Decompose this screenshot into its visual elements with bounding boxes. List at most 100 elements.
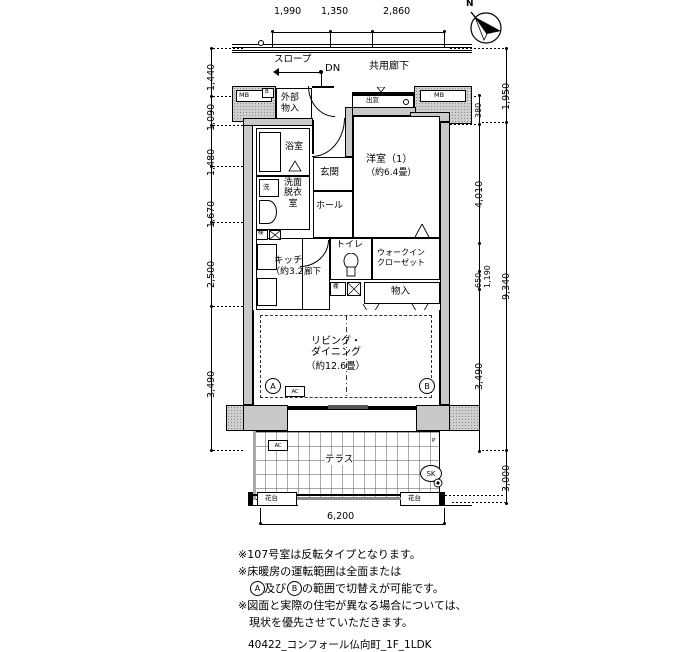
dim-left-1: 1,440: [206, 63, 217, 91]
note-zone-b-badge: B: [287, 581, 302, 596]
dim-left-6: 3,490: [206, 370, 217, 398]
kitchen-stove: [257, 278, 277, 306]
label-mb-right: MB: [434, 91, 445, 99]
dim-right-380: 380: [474, 102, 483, 118]
left-dim-tick: [210, 124, 213, 127]
slope-leader-line: [277, 72, 322, 73]
left-dim-ext: [213, 48, 243, 49]
label-walk-in-closet: ウォークイン クローゼット: [377, 248, 425, 268]
label-hall: ホール: [316, 201, 344, 211]
compass-label: N: [466, 0, 474, 9]
terrace-fence: [297, 497, 401, 500]
label-mb-left: MB: [239, 91, 250, 99]
corridor-edge-line: [232, 44, 472, 45]
slope-arrow-icon: [273, 68, 279, 76]
outer-wall-top-left: [243, 118, 313, 126]
left-dimension-line: [211, 48, 212, 451]
outer-wall-left: [243, 122, 253, 405]
bay-window-sill: [352, 92, 414, 95]
label-outdoor-storage: 外部 物入: [281, 93, 300, 114]
outer-wall-right: [440, 122, 450, 405]
note-line-2: ※床暖房の運転範囲は全面または: [238, 565, 402, 578]
terrace-post-left: [248, 492, 253, 506]
dn-extension: [321, 72, 322, 86]
dim-top-1: 1,990: [274, 6, 302, 17]
terrace-bottom-edge: [253, 494, 440, 496]
top-dim-tick: [443, 30, 446, 33]
right-outer-ext: [482, 122, 505, 123]
terrace-ground-line-left: [248, 505, 298, 506]
left-dim-ext: [213, 222, 243, 223]
mb-right-box: [420, 90, 466, 102]
hall-room: [313, 191, 353, 238]
label-living-dining-size: （約12.6畳）: [306, 361, 366, 372]
entrance-room: [313, 157, 353, 191]
label-flower-stand-right: 花台: [408, 494, 421, 502]
left-dim-tick: [210, 305, 213, 308]
outer-wall-bottom-right: [416, 405, 450, 431]
top-dim-ext: [444, 32, 445, 48]
floor-heating-zone-divider: [346, 315, 347, 398]
left-dim-ext: [213, 125, 243, 126]
storage-room: [364, 282, 440, 304]
label-p-mark: P: [432, 438, 436, 444]
note-line-3-post: の範囲で切替えが可能です。: [302, 582, 444, 595]
bottom-dim-ext: [444, 508, 445, 524]
label-western-room: 洋室（1）: [366, 154, 413, 165]
dim-left-3: 1,480: [206, 148, 217, 176]
left-dim-ext: [213, 306, 243, 307]
label-common-corridor: 共用廊下: [369, 61, 409, 72]
top-dim-tick: [271, 30, 274, 33]
western-room-door-icon: [414, 224, 430, 240]
dim-top-2: 1,350: [321, 6, 349, 17]
plan-caption: 40422_コンフォール仏向町_1F_1LDK: [248, 639, 432, 651]
corridor-edge-line: [232, 50, 472, 51]
outdoor-storage-door-arc: [308, 86, 335, 117]
wall-entry-right: [345, 107, 353, 157]
top-dim-tick: [329, 30, 332, 33]
dim-right-3490: 3,490: [474, 362, 485, 390]
meter-cross-icon: [348, 283, 360, 295]
top-dimension-line: [272, 32, 444, 33]
washer-box: [259, 179, 279, 197]
washbasin-icon: [259, 200, 277, 224]
label-storage: 物入: [391, 286, 411, 297]
corridor-edge-line: [232, 47, 472, 48]
right-outer-ext: [452, 502, 505, 503]
note-line-5: 現状を優先させていただきます。: [238, 616, 413, 629]
right-outer-tick: [505, 449, 508, 452]
zone-a-badge: A: [265, 378, 281, 394]
north-arrow-icon: [462, 4, 506, 48]
label-mb-left-b: B: [265, 89, 269, 95]
right-dim-ext: [450, 124, 478, 125]
right-outer-dimension-line: [506, 48, 507, 503]
left-dim-tick: [210, 221, 213, 224]
sk-badge: SK: [420, 465, 442, 482]
right-inner-dimension-line: [479, 95, 480, 451]
dim-right-3000: 3,000: [501, 464, 512, 492]
terrace-ext-line: [445, 495, 505, 496]
bath-door-icon: [288, 160, 302, 172]
note-line-3-mid: 及び: [264, 582, 286, 595]
left-dim-ext: [213, 166, 243, 167]
walk-in-closet: [372, 238, 440, 280]
left-dim-ext: [213, 96, 243, 97]
left-dim-tick: [210, 449, 213, 452]
dim-right-4010: 4,010: [474, 180, 485, 208]
left-dim-tick: [210, 95, 213, 98]
label-entrance: 玄関: [320, 167, 340, 178]
zone-b-badge: B: [419, 378, 435, 394]
label-flower-stand-left: 花台: [265, 494, 278, 502]
outer-wall-top-mid: [350, 107, 416, 116]
dim-top-3: 2,860: [383, 6, 411, 17]
left-dim-tick: [210, 47, 213, 50]
right-dim-tick: [478, 123, 481, 126]
western-room: [353, 116, 440, 238]
dn-dot: [319, 70, 323, 74]
label-terrace: テラス: [325, 454, 354, 465]
note-zone-a-badge: A: [250, 581, 265, 596]
bay-window-dot-icon: [403, 99, 409, 105]
terrace-ground-line-right: [400, 505, 472, 506]
dim-right-9340: 9,340: [501, 272, 512, 300]
